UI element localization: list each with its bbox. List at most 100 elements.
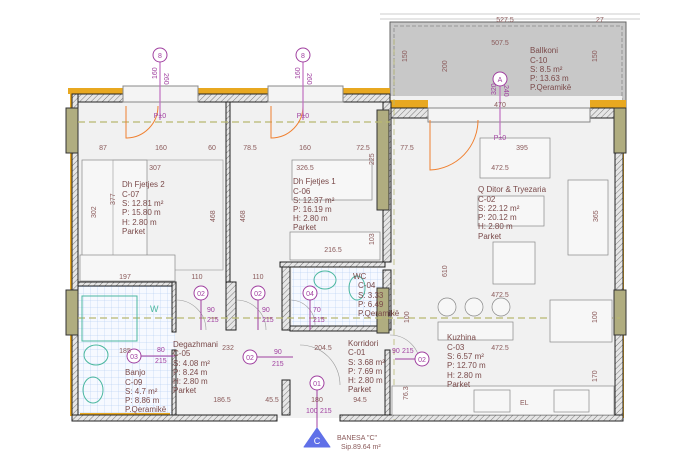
sink (473, 389, 511, 413)
dimension: 76.3 (403, 386, 410, 400)
room-floor: Parket (122, 227, 146, 236)
insulation-top-left (68, 88, 390, 94)
stove (553, 389, 590, 413)
door-height: 215 (402, 348, 414, 355)
room-label-bedroom-1: Dh Fjetjes 1 C-06 S: 12.37 m² P: 16.19 m… (293, 177, 336, 232)
room-perimeter: P: 6.49 (358, 300, 384, 309)
balcony-area (389, 21, 627, 109)
room-perimeter: P: 20.12 m (478, 213, 517, 222)
room-label-degazhmani: Degazhmani C-05 S: 4.08 m² P: 8.24 m H: … (173, 340, 218, 395)
balcony-door (427, 107, 591, 123)
room-height: H: 2.80 m (348, 376, 383, 385)
door-tag (193, 285, 209, 301)
kitchen-island (437, 321, 514, 341)
door-width: 100 (306, 408, 318, 415)
dimension: 472.5 (491, 165, 509, 172)
dimension: 160 (155, 145, 167, 152)
room-code: C-05 (173, 349, 191, 358)
door-width: 320 (491, 83, 498, 95)
room-area: S: 22.12 m² (478, 204, 520, 213)
dining-table (549, 299, 613, 343)
door-swing (125, 105, 159, 139)
room-label-bedroom-2: Dh Fjetjes 2 C-07 S: 12.81 m² P: 15.80 m… (122, 180, 165, 236)
room-floor: P.Qeramikë (358, 309, 400, 318)
door-swing (270, 105, 304, 139)
door-width: 90 (274, 349, 282, 356)
room-code: C-09 (125, 378, 143, 387)
room-floor: P.Qeramikë (125, 405, 167, 414)
level-label: P±0 (494, 135, 507, 142)
dimension: 377 (110, 193, 117, 205)
sofa (479, 137, 551, 179)
room-name: Banjo (125, 368, 146, 377)
dimension: 610 (442, 265, 449, 277)
dimension: 468 (210, 210, 217, 222)
dimension: 170 (592, 370, 599, 382)
door-tag-label: 01 (313, 381, 321, 388)
room-floor: Parket (348, 385, 372, 394)
room-code: C-10 (530, 56, 548, 65)
room-name: Kuzhina (447, 333, 476, 342)
room-floor: Parket (293, 223, 317, 232)
room-code: C-03 (447, 343, 465, 352)
dimension: 60 (208, 145, 216, 152)
room-height: H: 2.80 m (173, 377, 208, 386)
window-marker-label: 8 (301, 53, 305, 60)
dimension: 78.5 (243, 145, 257, 152)
room-label-kuzhina: Kuzhina C-03 S: 6.57 m² P: 12.70 m H: 2.… (447, 333, 486, 389)
dimensions: 527.5 27 507.5 150 200 150 470 87 160 60… (91, 17, 604, 404)
room-code: C-04 (358, 281, 376, 290)
dimension: 307 (149, 165, 161, 172)
dimension: 110 (252, 274, 263, 281)
apartment-title: BANESA "C" (337, 435, 377, 442)
dimension: 150 (592, 50, 599, 62)
bar-stool (464, 297, 484, 317)
column (613, 107, 627, 154)
room-name: Q Ditor & Tryezaria (478, 185, 547, 194)
room-code: C-01 (348, 348, 366, 357)
dimension: 185 (119, 348, 131, 355)
room-code: C-02 (478, 195, 496, 204)
dimension: 180 (311, 397, 323, 404)
door-tag-label: 02 (246, 355, 254, 362)
bed (291, 159, 373, 201)
bar-stool (491, 297, 511, 317)
door-tag (414, 351, 430, 367)
door-tag-label: 02 (418, 357, 426, 364)
door-tag-label: 02 (197, 291, 205, 298)
dimension: 197 (119, 274, 131, 281)
level-label: P±0 (154, 113, 167, 120)
room-name: Dh Fjetjes 2 (122, 180, 165, 189)
dimension: 365 (593, 210, 600, 222)
room-area: S: 8.5 m² (530, 65, 563, 74)
room-area: S: 12.81 m² (122, 199, 164, 208)
window-width: 160 (152, 67, 159, 79)
window-marker (152, 47, 168, 63)
window (267, 85, 344, 103)
room-floor: Parket (447, 380, 471, 389)
room-label-wc: WC C-04 S: 3.33 P: 6.49 P.Qeramikë (353, 272, 400, 318)
dimension: 150 (402, 50, 409, 62)
room-area: S: 3.33 (358, 291, 384, 300)
dimension: 395 (516, 145, 528, 152)
room-area: S: 3.68 m² (348, 358, 385, 367)
room-perimeter: P: 8.86 m (125, 396, 160, 405)
door-tags: 02 02 04 03 02 01 02 (126, 285, 430, 428)
wardrobe (79, 254, 176, 282)
room-area: S: 4.7 m² (125, 387, 158, 396)
entrance-marker-label: C (314, 436, 321, 446)
room-height: H: 2.80 m (293, 214, 328, 223)
column (613, 289, 627, 336)
column (376, 109, 390, 211)
room-name: Ballkoni (530, 46, 558, 55)
room-perimeter: P: 13.63 m (530, 74, 569, 83)
window-height: 260 (162, 73, 169, 85)
bathroom-tiles (78, 285, 175, 415)
armchair (492, 241, 536, 285)
dimension: 470 (494, 102, 506, 109)
dimension: 326.5 (296, 165, 314, 172)
room-name: Korridori (348, 339, 378, 348)
door-tag-label: 03 (130, 354, 138, 361)
dimension: 94.5 (353, 397, 367, 404)
